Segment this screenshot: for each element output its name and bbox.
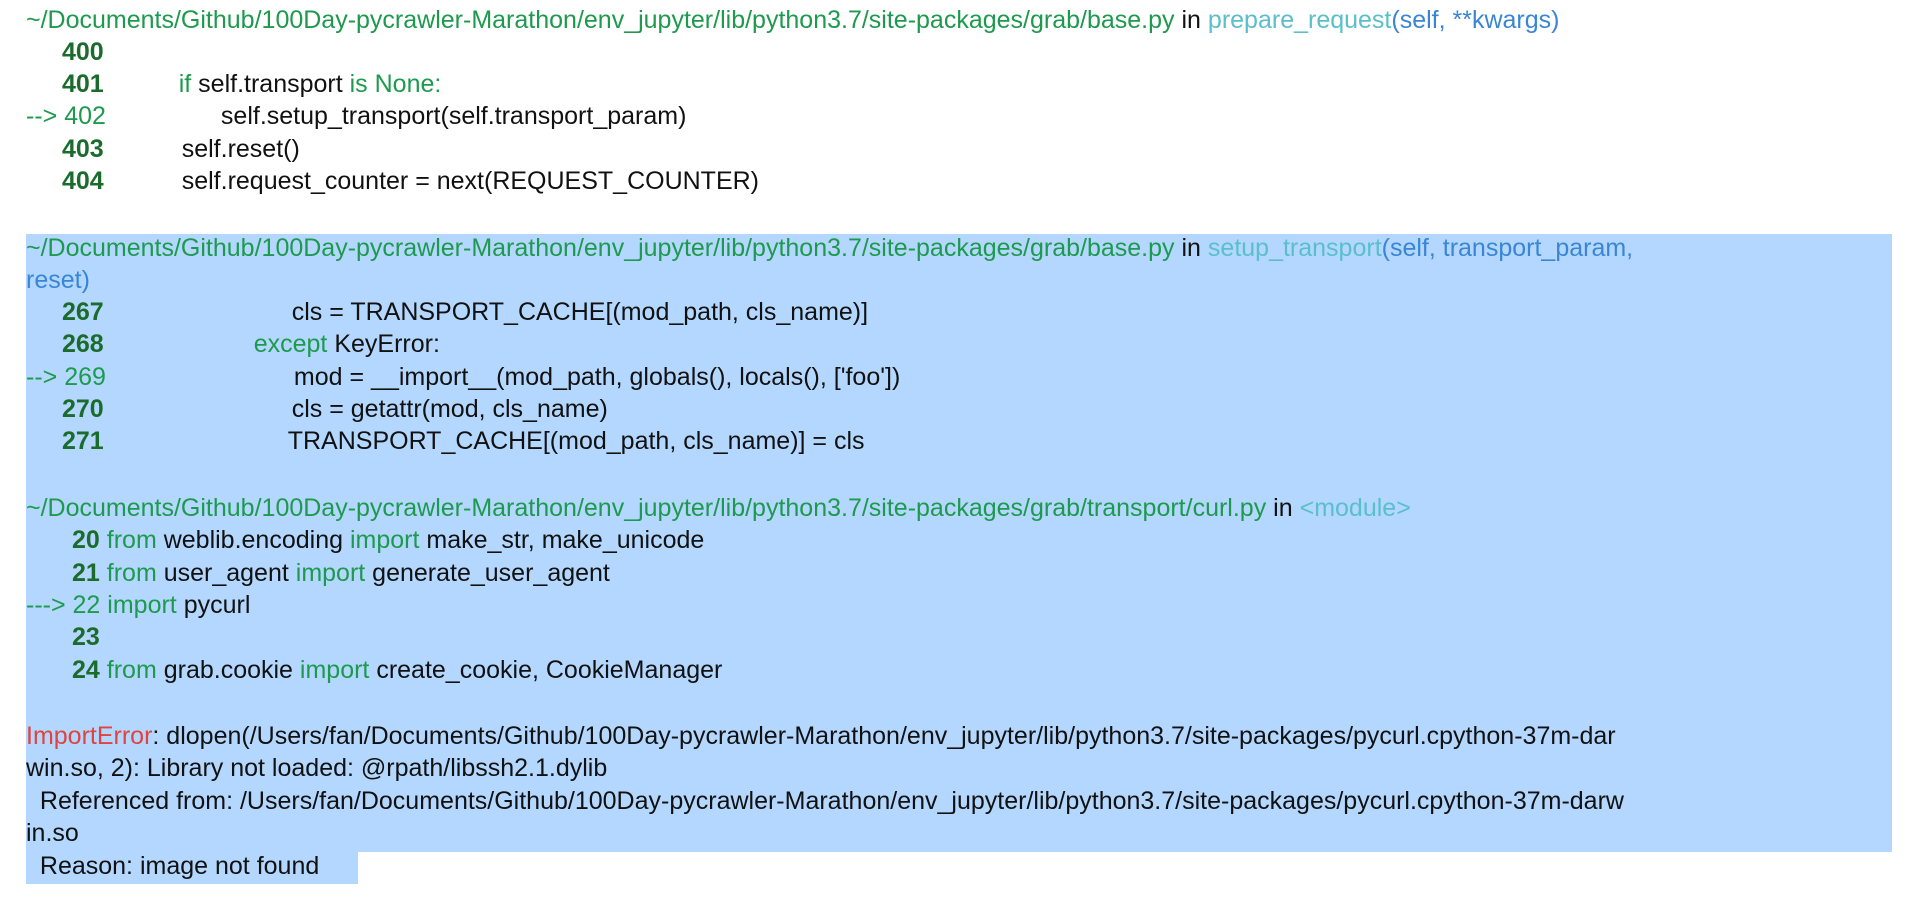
- frame-2-header: ~/Documents/Github/100Day-pycrawler-Mara…: [26, 234, 1634, 262]
- frame-2-function: setup_transport: [1207, 234, 1382, 262]
- frame-1-function: prepare_request: [1207, 6, 1392, 34]
- current-line-arrow: --> 402: [26, 102, 106, 130]
- frame-1-args: (self, **kwargs): [1391, 6, 1560, 34]
- frame-1-path: ~/Documents/Github/100Day-pycrawler-Mara…: [26, 6, 1175, 34]
- code-line: 24 from grab.cookie import create_cookie…: [72, 656, 723, 684]
- error-line: win.so, 2): Library not loaded: @rpath/l…: [26, 754, 608, 782]
- code-line: 23: [72, 623, 100, 651]
- text-selection-highlight-end: [26, 852, 358, 884]
- frame-2-path: ~/Documents/Github/100Day-pycrawler-Mara…: [26, 234, 1175, 262]
- code-line: 21 from user_agent import generate_user_…: [72, 559, 610, 587]
- error-line: Reason: image not found: [26, 852, 320, 880]
- error-line: ImportError: dlopen(/Users/fan/Documents…: [26, 720, 1616, 752]
- text-selection-highlight: [26, 234, 1892, 852]
- current-line-arrow: --> 269: [26, 363, 106, 391]
- error-name: ImportError: [26, 722, 153, 750]
- code-line: 400: [62, 38, 104, 66]
- frame-1-header: ~/Documents/Github/100Day-pycrawler-Mara…: [26, 6, 1560, 34]
- error-line: in.so: [26, 819, 79, 847]
- frame-2-header-cont: reset): [26, 266, 90, 294]
- code-line-current: ---> 22 import pycurl: [26, 591, 251, 619]
- current-line-arrow: ---> 22: [26, 591, 101, 619]
- frame-3-path: ~/Documents/Github/100Day-pycrawler-Mara…: [26, 494, 1267, 522]
- frame-3-function: <module>: [1299, 494, 1411, 522]
- error-message: : dlopen(/Users/fan/Documents/Github/100…: [152, 722, 1616, 750]
- code-line: 20 from weblib.encoding import make_str,…: [72, 526, 705, 554]
- frame-2-args: (self, transport_param,: [1381, 234, 1634, 262]
- error-line: Referenced from: /Users/fan/Documents/Gi…: [26, 787, 1624, 815]
- frame-3-header: ~/Documents/Github/100Day-pycrawler-Mara…: [26, 494, 1411, 522]
